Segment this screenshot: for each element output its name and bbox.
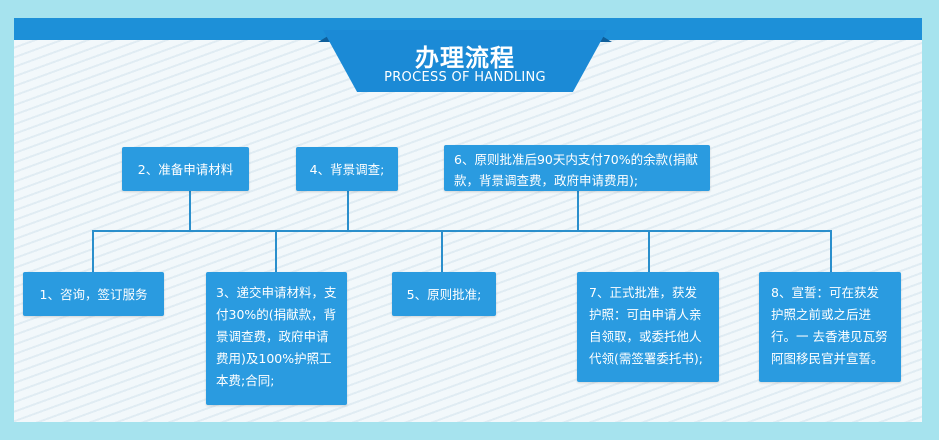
step-4-box: 4、背景调查; [296,147,398,191]
connector-step8 [830,230,832,272]
page-subtitle: PROCESS OF HANDLING [384,70,546,85]
step-6-text: 6、原则批准后90天内支付70%的余款(捐献款，背景调查费，政府申请费用); [454,152,699,188]
page-title: 办理流程 [415,44,515,72]
step-3-box: 3、递交申请材料，支付30%的(捐献款，背景调查费，政府申请费用)及100%护照… [206,272,347,405]
step-5-text: 5、原则批准; [406,286,482,302]
step-8-text: 8、宣誓：可在获发护照之前或之后进行。一 去香港见瓦努阿图移民官并宣誓。 [771,285,888,366]
step-7-text: 7、正式批准，获发护照：可由申请人亲自领取，或委托他人代领(需签署委托书); [589,285,703,366]
step-2-text: 2、准备申请材料 [137,161,234,177]
step-1-text: 1、咨询，签订服务 [39,286,148,302]
title-tab [323,30,607,92]
step-7-box: 7、正式批准，获发护照：可由申请人亲自领取，或委托他人代领(需签署委托书); [577,272,719,382]
step-3-text: 3、递交申请材料，支付30%的(捐献款，背景调查费，政府申请费用)及100%护照… [216,285,337,388]
header-bar [14,18,922,40]
connector-step3 [275,230,277,272]
connector-step4 [347,190,349,231]
connector-step7 [648,230,650,272]
connector-horizontal [92,230,832,232]
step-6-box: 6、原则批准后90天内支付70%的余款(捐献款，背景调查费，政府申请费用); [444,145,710,191]
step-5-box: 5、原则批准; [392,272,496,316]
connector-step1 [92,230,94,272]
step-4-text: 4、背景调查; [309,161,385,177]
connector-step2 [189,190,191,231]
step-8-box: 8、宣誓：可在获发护照之前或之后进行。一 去香港见瓦努阿图移民官并宣誓。 [759,272,901,382]
connector-step6 [577,190,579,231]
step-2-box: 2、准备申请材料 [122,147,249,191]
step-1-box: 1、咨询，签订服务 [23,272,164,316]
connector-step5 [441,230,443,272]
